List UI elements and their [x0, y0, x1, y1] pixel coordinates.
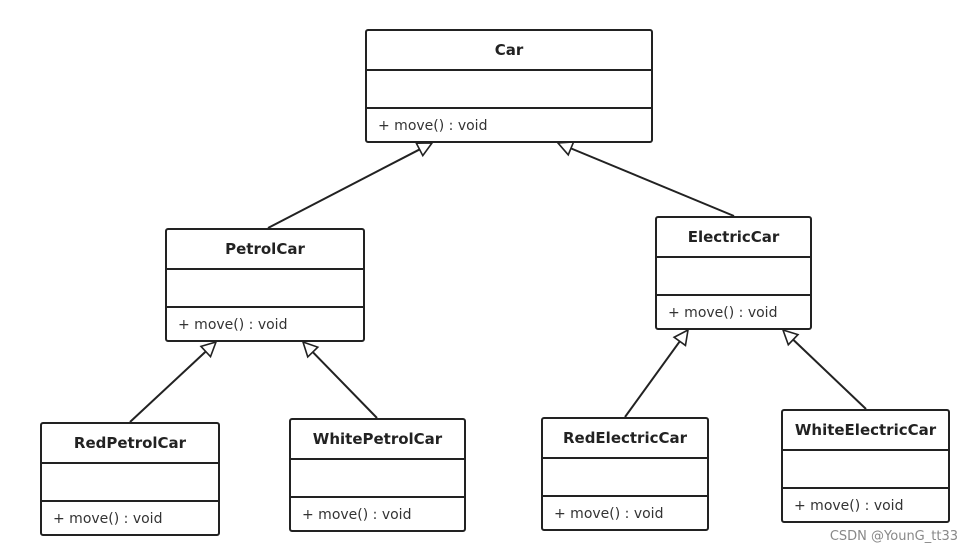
class-attributes	[291, 460, 464, 498]
generalization-edge-electric-car	[556, 141, 735, 217]
edge-line	[624, 340, 681, 418]
class-electric-car[interactable]: ElectricCar + move() : void	[655, 216, 812, 330]
generalization-edge-red-petrol-car	[129, 340, 218, 423]
class-name: ElectricCar	[657, 218, 810, 258]
watermark: CSDN @YounG_tt33	[829, 529, 958, 544]
generalization-edge-white-electric-car	[781, 328, 867, 410]
class-white-electric-car[interactable]: WhiteElectricCar + move() : void	[781, 409, 950, 523]
class-attributes	[783, 451, 948, 489]
generalization-edge-petrol-car	[267, 142, 434, 229]
class-name: WhitePetrolCar	[291, 420, 464, 460]
class-attributes	[167, 270, 363, 308]
edge-line	[570, 147, 735, 217]
class-attributes	[42, 464, 218, 502]
class-operation: + move() : void	[178, 317, 288, 333]
class-name: RedPetrolCar	[42, 424, 218, 464]
class-car[interactable]: Car + move() : void	[365, 29, 653, 143]
class-name: WhiteElectricCar	[783, 411, 948, 451]
hollow-triangle-arrowhead	[556, 141, 575, 157]
class-attributes	[543, 459, 707, 497]
hollow-triangle-arrowhead	[301, 340, 320, 359]
class-petrol-car[interactable]: PetrolCar + move() : void	[165, 228, 365, 342]
class-operation: + move() : void	[668, 305, 778, 321]
edge-line	[312, 351, 378, 419]
hollow-triangle-arrowhead	[781, 328, 800, 347]
class-attributes	[657, 258, 810, 296]
generalization-edge-white-petrol-car	[301, 340, 378, 419]
class-name: RedElectricCar	[543, 419, 707, 459]
hollow-triangle-arrowhead	[415, 142, 434, 158]
class-name: PetrolCar	[167, 230, 363, 270]
edge-line	[267, 148, 421, 229]
hollow-triangle-arrowhead	[199, 340, 218, 359]
edge-line	[792, 338, 867, 410]
class-name: Car	[367, 31, 651, 71]
class-white-petrol-car[interactable]: WhitePetrolCar + move() : void	[289, 418, 466, 532]
class-operation: + move() : void	[794, 498, 904, 514]
class-operation: + move() : void	[302, 507, 412, 523]
class-operation: + move() : void	[378, 118, 488, 134]
class-red-electric-car[interactable]: RedElectricCar + move() : void	[541, 417, 709, 531]
class-operation: + move() : void	[53, 511, 163, 527]
hollow-triangle-arrowhead	[672, 328, 690, 347]
class-operation: + move() : void	[554, 506, 664, 522]
class-red-petrol-car[interactable]: RedPetrolCar + move() : void	[40, 422, 220, 536]
class-attributes	[367, 71, 651, 109]
edge-line	[129, 350, 207, 423]
generalization-edge-red-electric-car	[624, 328, 690, 418]
